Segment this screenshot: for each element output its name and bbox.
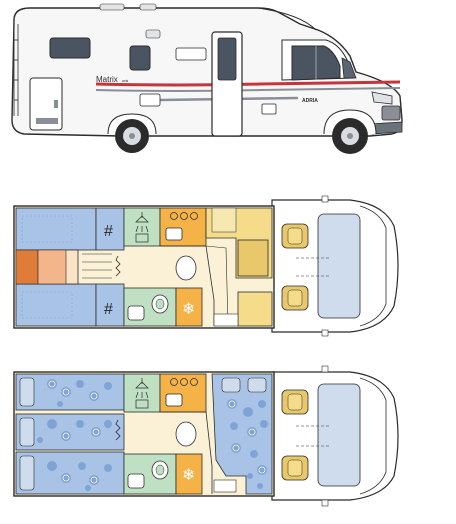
steps xyxy=(82,253,112,279)
sink-icon-2 xyxy=(127,473,145,489)
roof-hatch xyxy=(99,3,125,11)
floorplan-layout-2: ❄ xyxy=(13,365,399,507)
fridge-2 xyxy=(175,453,203,495)
rear-bed-left xyxy=(15,207,97,251)
overcab-bed-2 xyxy=(317,383,361,487)
rear-bed-right xyxy=(15,283,97,327)
cab-seat-passenger-2 xyxy=(281,455,309,481)
overcab-bed xyxy=(317,213,361,319)
exterior-side-view: Matrix axis ADRIA xyxy=(11,3,403,154)
decor-stripe-grey xyxy=(95,87,401,92)
decor-stripe-red xyxy=(95,80,401,87)
side-seat xyxy=(237,291,273,327)
hob-icon xyxy=(170,212,198,220)
floorplan-layout-1: # # ❄ xyxy=(13,195,399,337)
shower-icon xyxy=(135,212,149,243)
wardrobe-top xyxy=(95,207,125,251)
sink-icon xyxy=(127,305,145,321)
shower-icon-2 xyxy=(135,378,149,409)
galley xyxy=(159,207,207,247)
grille xyxy=(381,105,401,121)
hob-icon-2 xyxy=(170,378,198,386)
headlight xyxy=(371,91,393,105)
svg-text:#: # xyxy=(104,301,113,318)
galley-2 xyxy=(159,373,207,413)
dinette-table xyxy=(237,239,269,277)
cab-seat-driver-2 xyxy=(281,389,309,415)
svg-text:#: # xyxy=(104,223,113,240)
fridge xyxy=(175,287,203,327)
snowflake-icon-2: ❄ xyxy=(182,465,195,484)
toilet-icon xyxy=(151,294,169,314)
cab-roof-line xyxy=(257,7,317,31)
vent xyxy=(145,29,161,39)
windscreen xyxy=(341,57,357,79)
brand-badge: ADRIA xyxy=(302,98,318,104)
rear-wheel xyxy=(115,119,149,153)
front-wheel xyxy=(332,118,368,154)
snowflake-icon: ❄ xyxy=(182,299,195,318)
cab-seat-passenger xyxy=(281,285,309,311)
ladder-icon xyxy=(13,24,19,116)
window-rear xyxy=(49,37,91,59)
cab-seat-driver xyxy=(281,223,309,249)
wardrobe-bottom xyxy=(95,283,125,327)
window-mid xyxy=(129,45,151,71)
toilet-icon-2 xyxy=(151,460,169,480)
model-badge: Matrix xyxy=(96,75,118,84)
door-window xyxy=(217,37,237,81)
model-badge-suffix: axis xyxy=(122,79,128,83)
rear-locker-door xyxy=(29,77,63,131)
window-small xyxy=(175,47,207,61)
